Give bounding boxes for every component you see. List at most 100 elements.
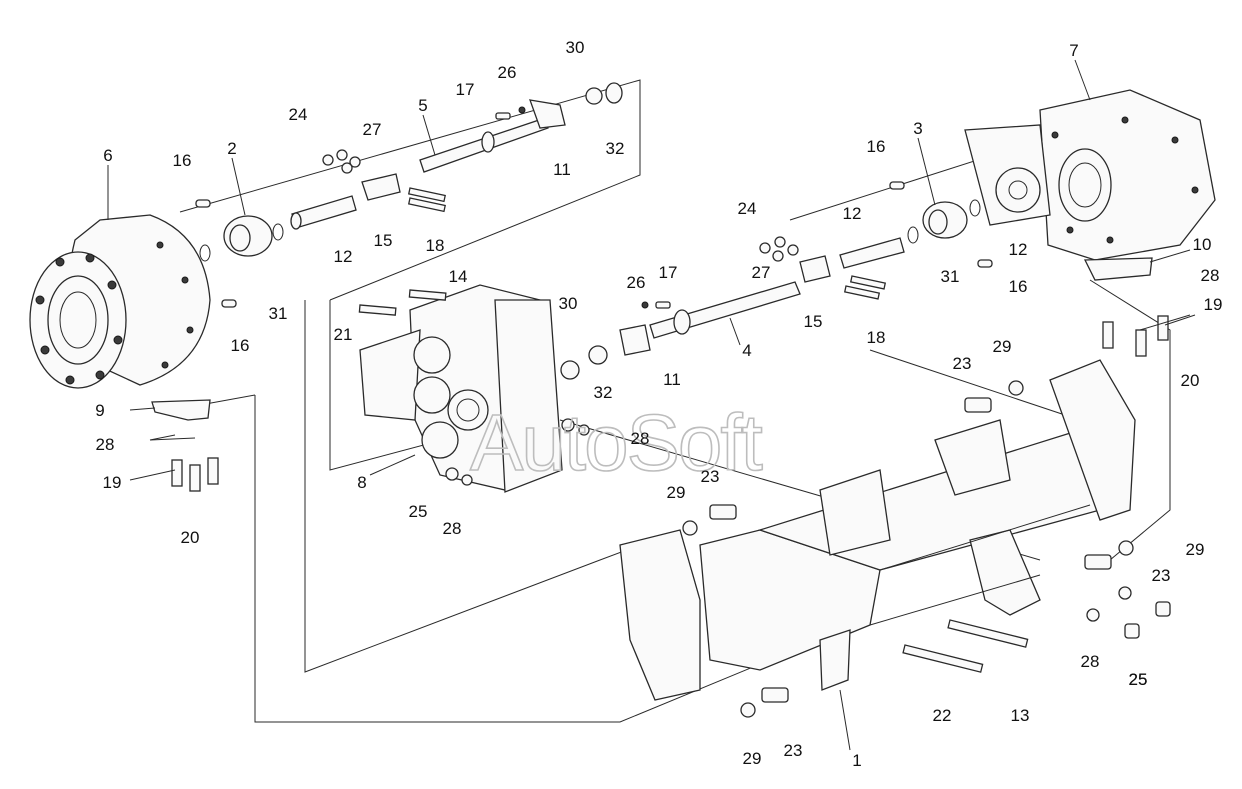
callout-label-60: 32 <box>594 383 613 402</box>
callout-label-33: 23 <box>953 354 972 373</box>
callout-label-45: 27 <box>752 263 771 282</box>
callout-label-23: 17 <box>456 80 475 99</box>
callout-label-51: 29 <box>993 337 1012 356</box>
bolts-right <box>1102 315 1169 357</box>
callout-label-44: 27 <box>363 120 382 139</box>
pin-17-mid <box>655 301 671 309</box>
callout-label-39: 25 <box>409 502 428 521</box>
callout-label-43: 26 <box>627 273 646 292</box>
callout-label-30: 20 <box>1181 371 1200 390</box>
callout-label-42: 26 <box>498 63 517 82</box>
pin-17-top <box>495 112 511 120</box>
callout-label-35: 23 <box>1152 566 1171 585</box>
nuts-24-27-right <box>759 236 799 262</box>
washer-28-mid <box>578 424 590 436</box>
final-drive-right <box>964 89 1216 261</box>
callout-label-10: 11 <box>553 160 571 179</box>
watermark: AutoSoft <box>470 398 763 487</box>
callout-label-2: 3 <box>913 119 922 138</box>
callout-label-56: 30 <box>559 294 578 313</box>
ring-31-left-b <box>199 244 211 262</box>
coupling-3 <box>922 201 968 239</box>
callout-label-1: 2 <box>227 139 236 158</box>
callout-label-20: 16 <box>231 336 250 355</box>
callout-label-55: 30 <box>566 38 585 57</box>
pin-16-right-b <box>977 259 993 268</box>
callout-label-46: 28 <box>96 435 115 454</box>
callout-label-6: 7 <box>1069 41 1078 60</box>
callout-label-53: 29 <box>1186 540 1205 559</box>
ring-31-right-b <box>969 199 981 217</box>
ring-32-mid <box>560 360 580 380</box>
bolts-23-washers-29 <box>682 380 1171 718</box>
callout-label-41: 25 <box>1129 670 1148 689</box>
callout-label-21: 16 <box>867 137 886 156</box>
callout-label-38: 24 <box>738 199 757 218</box>
callout-label-14: 12 <box>1009 240 1028 259</box>
transfer-gearbox <box>359 284 563 493</box>
callout-label-57: 31 <box>269 304 288 323</box>
callout-label-15: 13 <box>1011 706 1030 725</box>
callout-label-29: 20 <box>181 528 200 547</box>
ring-30-top <box>585 87 603 105</box>
bolts-left <box>171 457 219 492</box>
nut-26-mid <box>641 301 649 309</box>
callout-label-17: 15 <box>374 231 393 250</box>
leader-lines <box>107 59 1196 751</box>
callout-label-48: 28 <box>631 429 650 448</box>
bracket-right <box>1083 257 1153 281</box>
pins-18-right <box>843 275 887 300</box>
callout-label-28: 19 <box>1204 295 1223 314</box>
axle-frame <box>619 359 1136 701</box>
pin-16-left-b <box>221 299 237 308</box>
callout-label-12: 12 <box>334 247 353 266</box>
callout-label-11: 11 <box>663 370 681 389</box>
shaft-5 <box>419 117 549 173</box>
flange-11-top <box>529 99 566 129</box>
pin-16-left <box>195 199 211 208</box>
callout-label-40: 25 <box>1129 670 1148 689</box>
shaft-4 <box>649 281 801 339</box>
bolts-22-13 <box>902 619 1029 673</box>
callout-label-5: 6 <box>103 146 112 165</box>
callout-label-59: 32 <box>606 139 625 158</box>
shaft-12-left <box>290 195 357 230</box>
callout-label-54: 29 <box>743 749 762 768</box>
pins-18-left <box>407 187 446 213</box>
ring-31-right <box>907 226 919 244</box>
callout-label-37: 24 <box>289 105 308 124</box>
coupler-15-right <box>799 255 831 283</box>
callout-label-31: 21 <box>334 325 353 344</box>
callout-label-7: 8 <box>357 473 366 492</box>
callout-label-50: 28 <box>443 519 462 538</box>
callout-label-8: 9 <box>95 401 104 420</box>
coupler-15-left <box>361 173 401 201</box>
callout-label-49: 28 <box>1081 652 1100 671</box>
ring-30-mid <box>588 345 608 365</box>
callout-label-25: 18 <box>426 236 445 255</box>
callout-label-0: 1 <box>852 751 861 770</box>
ring-32-top <box>605 82 623 104</box>
callout-label-3: 4 <box>742 341 751 360</box>
washer-28-bottom <box>461 474 473 486</box>
pin-16-right <box>889 181 905 190</box>
ring-31-left <box>272 223 284 241</box>
bracket-left <box>151 399 211 421</box>
callout-label-19: 16 <box>173 151 192 170</box>
nuts-24-27-left <box>322 149 361 174</box>
bolts-14-21 <box>358 289 447 316</box>
callout-label-58: 31 <box>941 267 960 286</box>
callout-label-4: 5 <box>418 96 427 115</box>
callout-label-32: 22 <box>933 706 952 725</box>
callout-label-27: 19 <box>103 473 122 492</box>
callout-label-16: 14 <box>449 267 468 286</box>
callout-label-24: 17 <box>659 263 678 282</box>
callout-label-18: 15 <box>804 312 823 331</box>
callout-label-26: 18 <box>867 328 886 347</box>
nut-25-mid <box>561 418 575 432</box>
nut-25-bottom <box>445 467 459 481</box>
shaft-12-right <box>839 237 905 269</box>
nut-26-top <box>518 106 526 114</box>
